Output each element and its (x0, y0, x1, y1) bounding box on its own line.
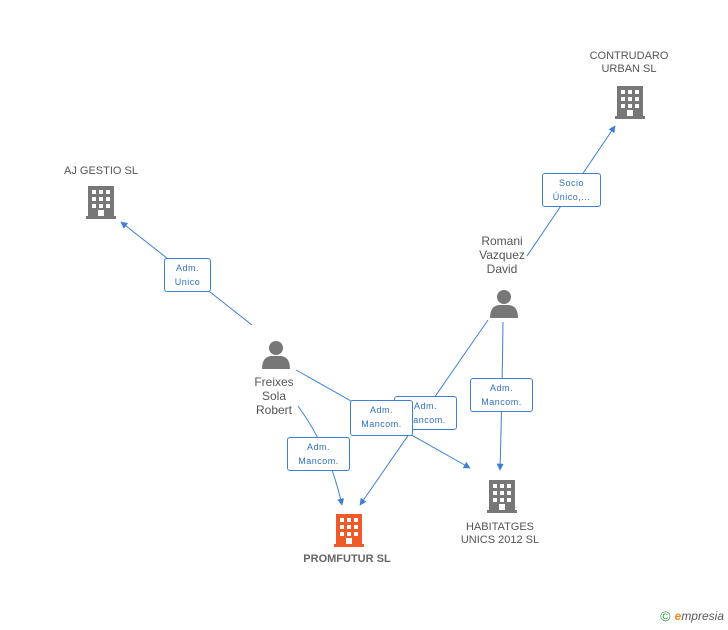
edge-label-adm-mancom: Adm. Mancom. (287, 437, 350, 471)
node-label-freixes[interactable]: Freixes Sola Robert (254, 375, 294, 417)
node-label-contrudaro[interactable]: CONTRUDARO URBAN SL (589, 50, 669, 75)
building-icon (86, 186, 116, 219)
footer-brand: © empresia (660, 608, 724, 624)
person-icon (490, 290, 518, 318)
node-label-romani[interactable]: Romani Vazquez David (479, 234, 525, 276)
edge-label-adm-unico: Adm. Unico (164, 258, 211, 292)
building-icon (487, 480, 517, 513)
node-label-aj-gestio[interactable]: AJ GESTIO SL (64, 165, 138, 177)
node-label-promfutur[interactable]: PROMFUTUR SL (303, 553, 391, 565)
node-label-habitatges[interactable]: HABITATGES UNICS 2012 SL (460, 521, 540, 546)
brand-logo[interactable]: empresia (674, 609, 724, 623)
edge-label-adm-mancom: Adm. Mancom. (350, 400, 413, 436)
edge-label-adm-mancom: Adm. Mancom. (470, 378, 533, 412)
copyright-symbol: © (660, 608, 671, 624)
edge-label-socio-unico: Socio Único,... (542, 173, 601, 207)
building-icon-focus (334, 514, 364, 547)
building-icon (615, 86, 645, 119)
edges (120, 125, 616, 506)
person-icon (262, 341, 290, 369)
